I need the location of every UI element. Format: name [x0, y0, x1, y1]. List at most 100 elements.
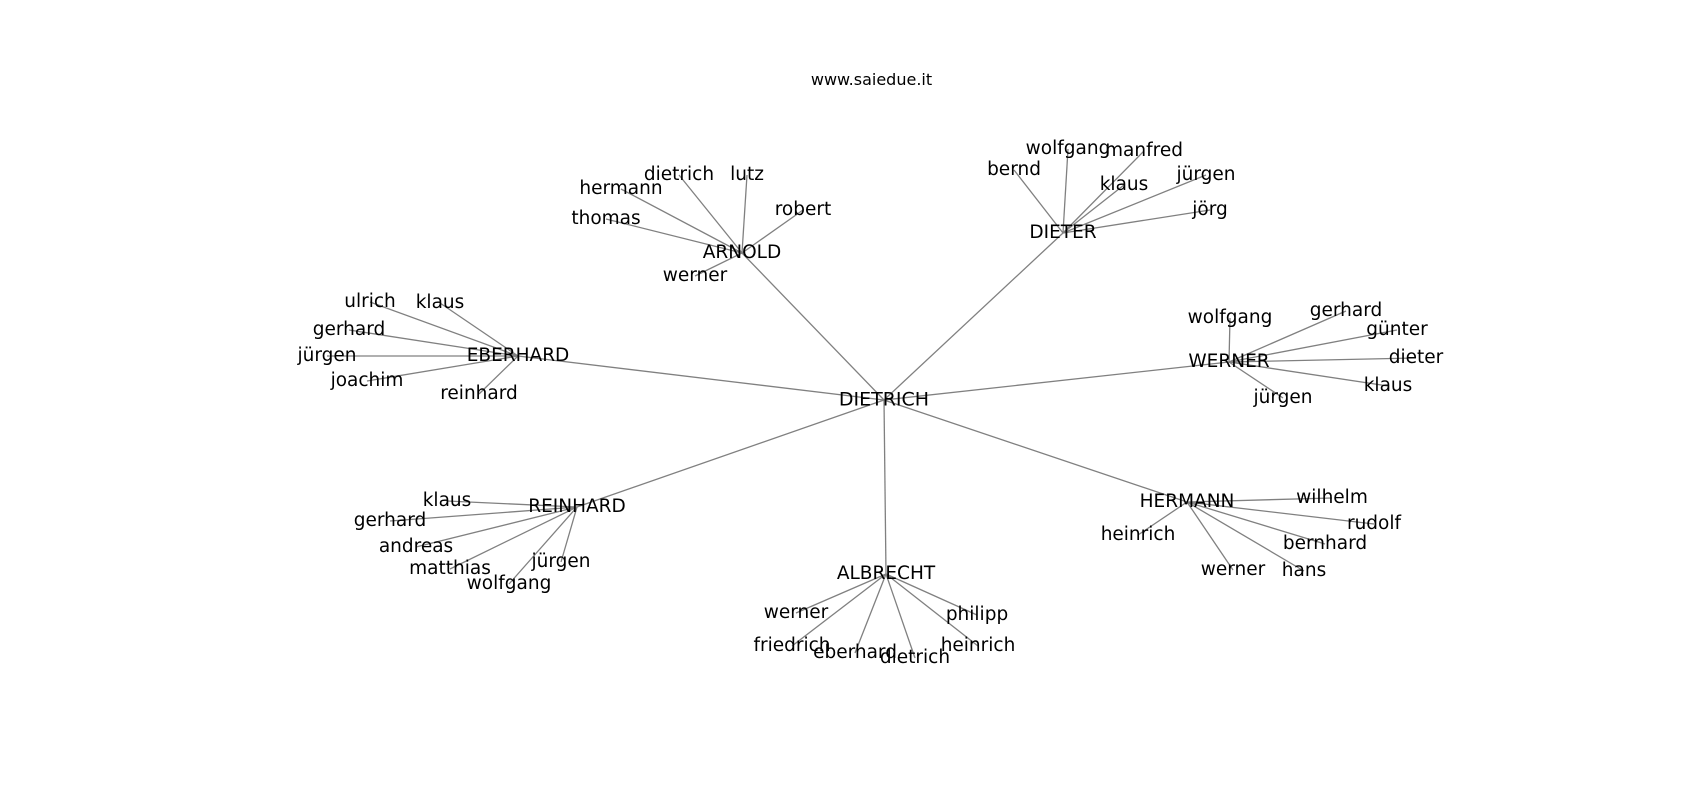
- leaf-node-label: werner: [1201, 559, 1266, 580]
- leaf-node-label: jürgen: [1176, 164, 1236, 185]
- leaf-node-label: günter: [1366, 319, 1428, 340]
- leaf-node-label: matthias: [409, 558, 491, 579]
- edge-albrecht-to-leaf: [885, 573, 978, 616]
- edge-arnold-to-leaf: [741, 209, 804, 254]
- edge-eberhard-to-leaf: [439, 302, 519, 357]
- leaf-node-label: gerhard: [1310, 300, 1383, 321]
- hub-node-label-albrecht: ALBRECHT: [837, 563, 936, 584]
- leaf-node-label: eberhard: [813, 642, 897, 663]
- leaf-node-label: klaus: [416, 292, 465, 313]
- edge-root-to-dieter: [883, 232, 1064, 401]
- hub-node-label-dieter: DIETER: [1029, 222, 1096, 243]
- leaf-node-label: jörg: [1191, 199, 1227, 220]
- edge-hermann-to-leaf: [1186, 497, 1333, 503]
- root-node-label: DIETRICH: [839, 389, 929, 411]
- edge-werner-to-leaf: [1228, 310, 1347, 363]
- source-caption: www.saiedue.it: [810, 70, 933, 89]
- edge-werner-to-leaf: [1228, 317, 1231, 363]
- leaf-node-label: werner: [764, 602, 829, 623]
- edge-albrecht-to-leaf: [854, 573, 887, 654]
- edge-dieter-to-leaf: [1062, 148, 1069, 234]
- edge-root-to-reinhard: [576, 399, 885, 508]
- edge-dieter-to-leaf: [1013, 169, 1064, 234]
- labels-layer: dietrich lutz hermann robert thomas werner wol…: [297, 138, 1444, 668]
- leaf-node-label: heinrich: [941, 635, 1016, 656]
- leaf-node-label: thomas: [571, 208, 640, 229]
- leaf-node-label: rudolf: [1347, 513, 1402, 534]
- leaf-node-label: klaus: [1364, 375, 1413, 396]
- edge-dieter-to-leaf: [1062, 184, 1125, 234]
- leaf-node-label: wolfgang: [1188, 307, 1273, 328]
- edge-arnold-to-leaf: [620, 188, 743, 254]
- edge-werner-to-leaf: [1228, 329, 1398, 363]
- hub-node-label-eberhard: EBERHARD: [467, 345, 570, 366]
- edge-root-to-werner: [883, 361, 1230, 401]
- edge-eberhard-to-leaf: [478, 355, 519, 395]
- leaf-node-label: jürgen: [297, 345, 357, 366]
- leaf-node-label: wolfgang: [1026, 138, 1111, 159]
- leaf-node-label: klaus: [1100, 174, 1149, 195]
- leaf-node-label: wilhelm: [1296, 487, 1368, 508]
- leaf-node-label: bernd: [987, 159, 1041, 180]
- edge-albrecht-to-leaf: [885, 573, 916, 659]
- leaf-node-label: dieter: [1389, 347, 1444, 368]
- leaf-node-label: jürgen: [531, 551, 591, 572]
- edge-hermann-to-leaf: [1186, 501, 1234, 571]
- leaf-node-label: dietrich: [644, 164, 714, 185]
- edge-arnold-to-leaf: [694, 252, 743, 277]
- leaf-node-label: ulrich: [344, 291, 396, 312]
- leaf-node-label: wolfgang: [467, 573, 552, 594]
- edge-hermann-to-leaf: [1186, 501, 1305, 572]
- edges-layer: [327, 148, 1417, 659]
- leaf-node-label: andreas: [379, 536, 453, 557]
- edge-arnold-to-leaf: [678, 174, 743, 254]
- hub-node-label-reinhard: REINHARD: [528, 496, 626, 517]
- edge-reinhard-to-leaf: [449, 506, 578, 570]
- leaf-node-label: bernhard: [1283, 533, 1367, 554]
- edge-root-to-eberhard: [517, 355, 885, 401]
- edge-root-to-hermann: [883, 399, 1188, 503]
- edge-eberhard-to-leaf: [366, 355, 519, 382]
- edge-eberhard-to-leaf: [369, 301, 519, 357]
- edge-hermann-to-leaf: [1186, 501, 1326, 545]
- leaf-node-label: gerhard: [313, 319, 386, 340]
- edge-eberhard-to-leaf: [348, 329, 519, 357]
- edge-reinhard-to-leaf: [415, 506, 578, 548]
- hub-node-label-hermann: HERMANN: [1140, 491, 1235, 512]
- leaf-node-label: manfred: [1105, 140, 1183, 161]
- leaf-node-label: gerhard: [354, 510, 427, 531]
- leaf-node-label: lutz: [730, 164, 764, 185]
- edge-albrecht-to-leaf: [885, 573, 979, 647]
- leaf-node-label: jürgen: [1253, 387, 1313, 408]
- edge-reinhard-to-leaf: [446, 500, 578, 508]
- edge-hermann-to-leaf: [1186, 501, 1375, 525]
- edge-werner-to-leaf: [1228, 361, 1389, 387]
- edge-reinhard-to-leaf: [389, 506, 578, 522]
- edge-werner-to-leaf: [1228, 357, 1417, 363]
- edge-arnold-to-leaf: [605, 218, 743, 254]
- leaf-node-label: heinrich: [1101, 524, 1176, 545]
- edge-hermann-to-leaf: [1137, 501, 1188, 536]
- edge-reinhard-to-leaf: [508, 506, 578, 585]
- edge-dieter-to-leaf: [1062, 174, 1207, 234]
- edge-dieter-to-leaf: [1062, 150, 1145, 234]
- hub-node-label-arnold: ARNOLD: [703, 242, 781, 263]
- leaf-node-label: robert: [775, 199, 832, 220]
- edge-dieter-to-leaf: [1062, 209, 1211, 234]
- edge-root-to-arnold: [741, 252, 885, 401]
- leaf-node-label: friedrich: [753, 635, 830, 656]
- edge-albrecht-to-leaf: [791, 573, 887, 647]
- leaf-node-label: hermann: [579, 178, 662, 199]
- edge-root-to-albrecht: [883, 399, 887, 575]
- hub-node-label-werner: WERNER: [1188, 351, 1269, 372]
- edge-reinhard-to-leaf: [560, 506, 578, 563]
- edge-werner-to-leaf: [1228, 361, 1284, 399]
- leaf-node-label: dietrich: [880, 647, 950, 668]
- edge-albrecht-to-leaf: [795, 573, 887, 614]
- leaf-node-label: philipp: [946, 604, 1008, 625]
- leaf-node-label: hans: [1282, 560, 1326, 581]
- leaf-node-label: reinhard: [440, 383, 518, 404]
- leaf-node-label: joachim: [330, 370, 404, 391]
- leaf-node-label: klaus: [423, 490, 472, 511]
